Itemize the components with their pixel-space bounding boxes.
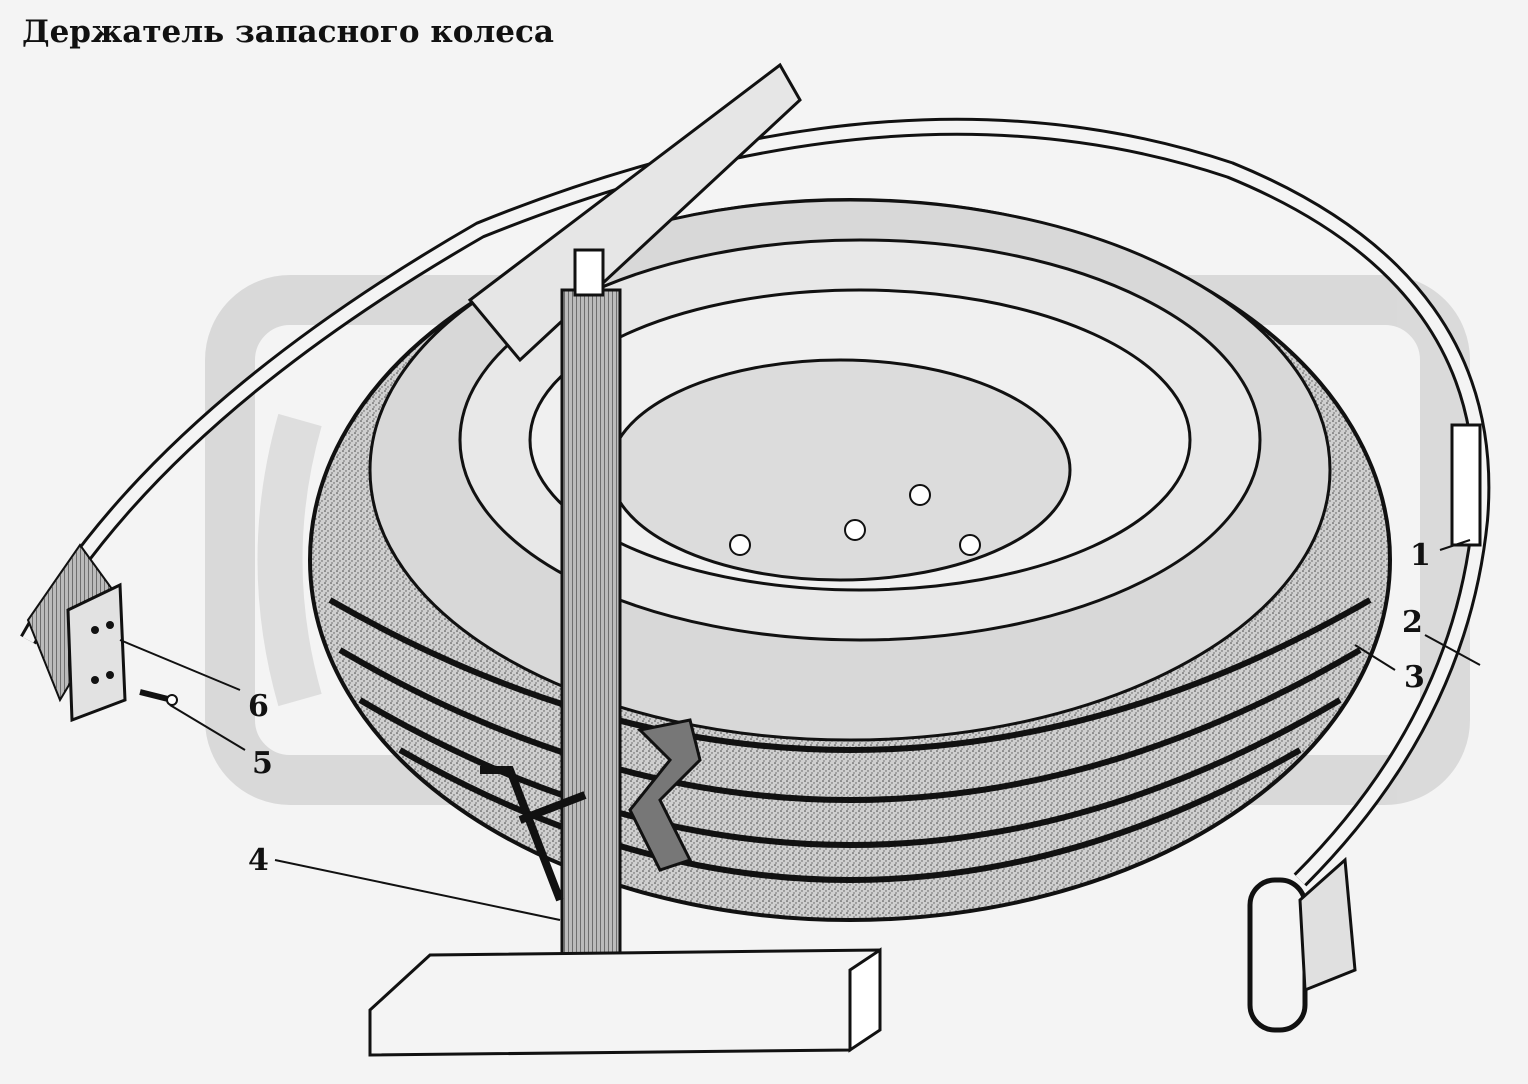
page-title: Держатель запасного колеса bbox=[22, 14, 554, 50]
stud-hole bbox=[844, 519, 866, 541]
stud-hole bbox=[909, 484, 931, 506]
leader-lines bbox=[119, 539, 1481, 921]
callout-1: 1 bbox=[1410, 538, 1431, 573]
callout-5: 5 bbox=[252, 746, 273, 781]
callout-3: 3 bbox=[1404, 660, 1425, 695]
wheel-rim bbox=[458, 238, 1262, 642]
callout-4: 4 bbox=[248, 843, 269, 878]
angle-bracket bbox=[628, 718, 702, 872]
holder-post bbox=[560, 248, 622, 1017]
bolt bbox=[139, 689, 178, 706]
strap-clamp bbox=[1450, 423, 1482, 547]
stud-hole bbox=[729, 534, 751, 556]
strap-buckle bbox=[1247, 856, 1357, 1033]
base-beam bbox=[368, 947, 882, 1057]
frame-crossbar bbox=[467, 62, 802, 363]
callout-2: 2 bbox=[1402, 605, 1423, 640]
crank-handle bbox=[480, 766, 587, 902]
stud-hole bbox=[959, 534, 981, 556]
callout-6: 6 bbox=[248, 689, 269, 724]
plate bbox=[66, 582, 127, 723]
